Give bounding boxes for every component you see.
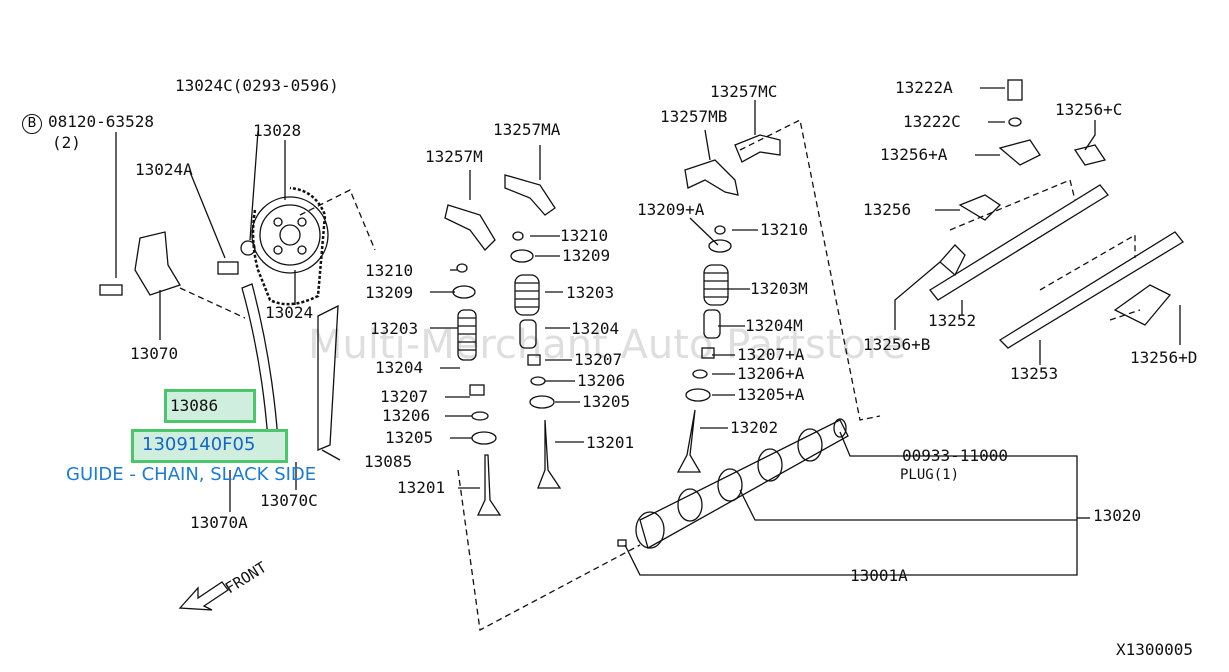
callout-bracket	[624, 431, 1078, 576]
part-label[interactable]: 13257MC	[710, 82, 778, 101]
watermark: Multi-Merchant Auto Partstore	[308, 322, 907, 368]
part-label[interactable]: 13207	[380, 387, 429, 406]
part-label[interactable]: 13222A	[895, 78, 953, 97]
washer	[1008, 117, 1022, 127]
leader-line	[894, 261, 941, 330]
part-label[interactable]: 13206	[577, 371, 626, 390]
leader-line	[189, 171, 226, 259]
part-label[interactable]: 13202	[730, 418, 779, 437]
reference-dashed-line	[739, 119, 881, 421]
leader-line	[704, 129, 711, 161]
part-label[interactable]: 13253	[1010, 364, 1059, 383]
part-label[interactable]: 13070A	[190, 513, 248, 532]
part-label[interactable]: 13252	[928, 311, 977, 330]
reference-dashed-line	[1039, 233, 1136, 291]
part-label[interactable]: 13207	[574, 350, 623, 369]
part-label[interactable]: 13020	[1093, 506, 1142, 525]
timing-chain	[251, 186, 327, 306]
part-label[interactable]: 13001A	[850, 566, 908, 585]
leader-line	[689, 217, 719, 246]
bolt-marker-icon: B	[22, 114, 42, 134]
part-label[interactable]: 13206+A	[737, 364, 805, 383]
part-label[interactable]: 13070C	[260, 491, 318, 510]
part-label[interactable]: 13222C	[903, 112, 961, 131]
tensioner-bracket	[134, 231, 181, 296]
valve-assembly-middle	[510, 231, 562, 489]
part-label[interactable]: 13085	[364, 452, 413, 471]
leader-line	[321, 449, 341, 461]
highlight-box-13086[interactable]	[164, 389, 256, 423]
camshaft	[617, 418, 849, 549]
front-direction-arrow	[178, 581, 229, 611]
part-label[interactable]: 13024C(0293-0596)	[175, 76, 339, 95]
part-description: GUIDE - CHAIN, SLACK SIDE	[66, 464, 317, 485]
part-label[interactable]: 13201	[397, 478, 446, 497]
washer	[240, 240, 256, 256]
diagram-code: X1300005	[1116, 640, 1194, 659]
part-label[interactable]: 13256+B	[863, 335, 931, 354]
part-label[interactable]: 13028	[253, 121, 302, 140]
tension-side-chain-guide	[317, 304, 339, 451]
part-label[interactable]: 13256+D	[1130, 348, 1198, 367]
part-label[interactable]: 13205	[385, 428, 434, 447]
part-label[interactable]: 13205+A	[737, 385, 805, 404]
leader-line	[249, 130, 259, 241]
part-label[interactable]: 13024	[265, 303, 314, 322]
rocker-shaft-13252	[929, 139, 1109, 301]
part-label[interactable]: 13201	[586, 433, 635, 452]
rocker-arm	[684, 159, 739, 196]
rocker-shaft-13253	[998, 231, 1184, 349]
part-label[interactable]: 13204	[571, 319, 620, 338]
rocker-arm	[444, 204, 496, 251]
highlighted-part-number[interactable]: 1309140F05	[142, 434, 256, 455]
part-label[interactable]: 13209	[365, 283, 414, 302]
bolt	[217, 261, 239, 275]
part-label[interactable]: 13206	[382, 406, 431, 425]
part-note: PLUG(1)	[900, 467, 960, 483]
part-label[interactable]: 13210	[365, 261, 414, 280]
part-label[interactable]: 13203M	[750, 279, 808, 298]
reference-dashed-line	[949, 179, 1076, 231]
part-label[interactable]: 13256+C	[1055, 100, 1123, 119]
part-label[interactable]: 13256	[863, 200, 912, 219]
part-label[interactable]: 13205	[582, 392, 631, 411]
part-label[interactable]: 00933-11000	[902, 446, 1008, 465]
reference-dashed-line	[299, 189, 376, 251]
part-label-highlighted[interactable]: 13086	[170, 396, 219, 415]
cam-sprocket	[251, 196, 329, 274]
callout-bracket	[739, 489, 1077, 521]
part-label[interactable]: 13024A	[135, 160, 193, 179]
reference-dashed-line	[179, 287, 246, 319]
part-label[interactable]: 13257MB	[660, 107, 728, 126]
part-qty: (2)	[52, 133, 81, 152]
part-label[interactable]: 08120-63528	[48, 112, 154, 131]
bolt	[1007, 79, 1023, 101]
bolt	[99, 284, 123, 296]
part-label[interactable]: 13257M	[425, 147, 483, 166]
part-label[interactable]: 13204M	[745, 316, 803, 335]
part-label[interactable]: 13256+A	[880, 145, 948, 164]
leader-line	[1084, 120, 1096, 151]
highlight-box-part-number[interactable]	[131, 429, 288, 463]
part-label[interactable]: 13210	[560, 226, 609, 245]
valve-assembly-left	[452, 263, 502, 516]
rocker-arm	[734, 134, 781, 163]
part-label[interactable]: 13209	[562, 246, 611, 265]
part-label[interactable]: 13203	[566, 283, 615, 302]
part-label[interactable]: 13207+A	[737, 345, 805, 364]
part-label[interactable]: 13210	[760, 220, 809, 239]
part-label[interactable]: 13257MA	[493, 120, 561, 139]
part-label[interactable]: 13070	[130, 344, 179, 363]
rocker-arm	[504, 174, 556, 216]
reference-dashed-line	[457, 469, 641, 632]
part-label[interactable]: 13203	[370, 319, 419, 338]
valve-assembly-right	[676, 225, 732, 473]
part-label[interactable]: 13204	[375, 358, 424, 377]
part-label[interactable]: 13209+A	[637, 200, 705, 219]
